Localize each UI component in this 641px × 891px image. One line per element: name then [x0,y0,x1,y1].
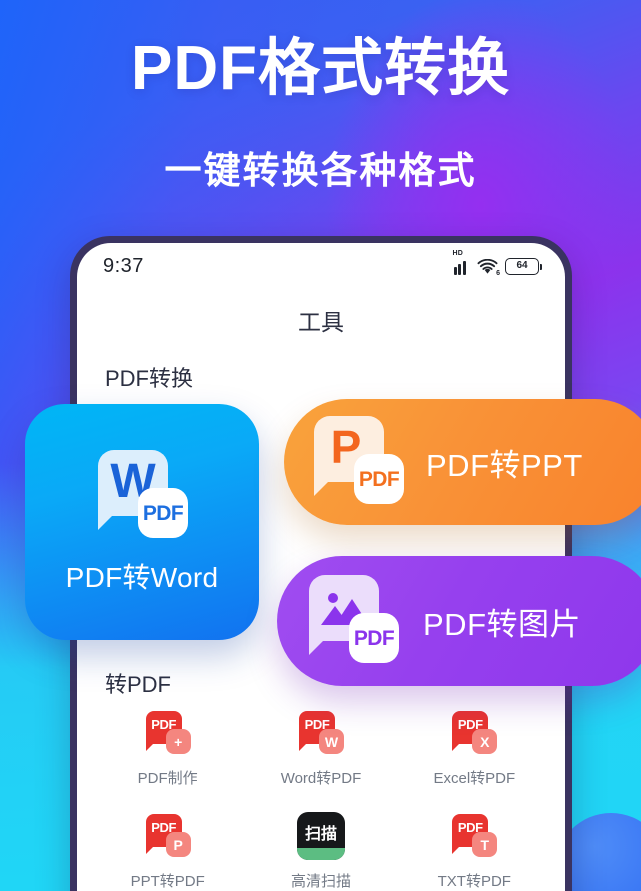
promo-card-pdf-to-image[interactable]: PDF PDF转图片 [277,556,641,686]
status-clock: 9:37 [103,254,144,277]
poster-subheadline: 一键转换各种格式 [164,150,477,191]
promo-card-pdf-to-ppt[interactable]: P PDF PDF转PPT [284,399,641,525]
promo-card-label: PDF转PPT [426,447,583,483]
badge-plus-icon: + [165,729,191,754]
wifi-generation-label: 6 [496,269,500,277]
promo-card-label: PDF转Word [65,562,219,593]
grid-item-txt-to-pdf[interactable]: PDF T TXT转PDF [398,812,551,891]
grid-item-pdf-create[interactable]: PDF + PDF制作 [91,709,244,788]
tool-grid: PDF + PDF制作 PDF W Word转PDF PDF X [91,709,551,891]
badge-w-icon: W [318,729,344,754]
grid-item-label: PPT转PDF [130,873,205,890]
grid-item-label: PDF制作 [137,770,198,787]
page-title: 工具 [298,309,344,335]
status-icons: HD 6 64 [453,250,542,277]
grid-item-label: Excel转PDF [433,770,516,787]
pdf-badge: PDF [138,488,188,538]
badge-p-icon: P [165,832,191,857]
grid-item-ppt-to-pdf[interactable]: PDF P PPT转PDF [91,812,244,891]
scan-icon: 扫描 [296,812,345,860]
pdf-badge-text: PDF [151,717,177,732]
grid-item-label: TXT转PDF [437,873,511,890]
section-heading-pdf-convert: PDF转换 [105,366,194,391]
pdf-badge-text: PDF [151,820,177,835]
section-heading-to-pdf: 转PDF [105,672,172,697]
grid-item-excel-to-pdf[interactable]: PDF X Excel转PDF [398,709,551,788]
pdf-badge-text: PDF [457,717,483,732]
poster-headline: PDF格式转换 [130,34,510,103]
ppt-bubble-icon: P PDF [310,414,406,510]
battery-icon: 64 [505,257,542,275]
status-bar: 9:37 HD 6 [77,243,565,289]
word-bubble-icon: W PDF [94,448,190,544]
pdf-bubble-icon: PDF + [144,709,192,757]
pdf-badge-text: PDF [304,717,330,732]
promo-card-label: PDF转图片 [423,606,581,642]
pdf-bubble-icon: PDF W [297,709,345,757]
battery-level-label: 64 [516,260,528,271]
pdf-badge: PDF [349,613,399,663]
pdf-badge-text: PDF [457,820,483,835]
grid-item-hd-scan[interactable]: 扫描 高清扫描 [244,812,397,891]
badge-x-icon: X [472,729,498,754]
picture-bubble-icon: PDF [305,573,401,669]
grid-item-label: 高清扫描 [290,873,351,890]
cellular-signal-icon: HD [453,250,471,275]
promo-card-pdf-to-word[interactable]: W PDF PDF转Word [25,404,259,640]
badge-t-icon: T [472,832,498,857]
pdf-bubble-icon: PDF T [450,812,498,860]
pdf-bubble-icon: PDF P [144,812,192,860]
hd-label: HD [452,249,464,257]
scan-icon-label: 扫描 [304,826,337,843]
pdf-bubble-icon: PDF X [450,709,498,757]
wifi-icon: 6 [477,258,500,277]
pdf-badge: PDF [354,454,404,504]
grid-item-word-to-pdf[interactable]: PDF W Word转PDF [244,709,397,788]
grid-item-label: Word转PDF [280,770,362,787]
scan-icon-strip [296,848,345,860]
